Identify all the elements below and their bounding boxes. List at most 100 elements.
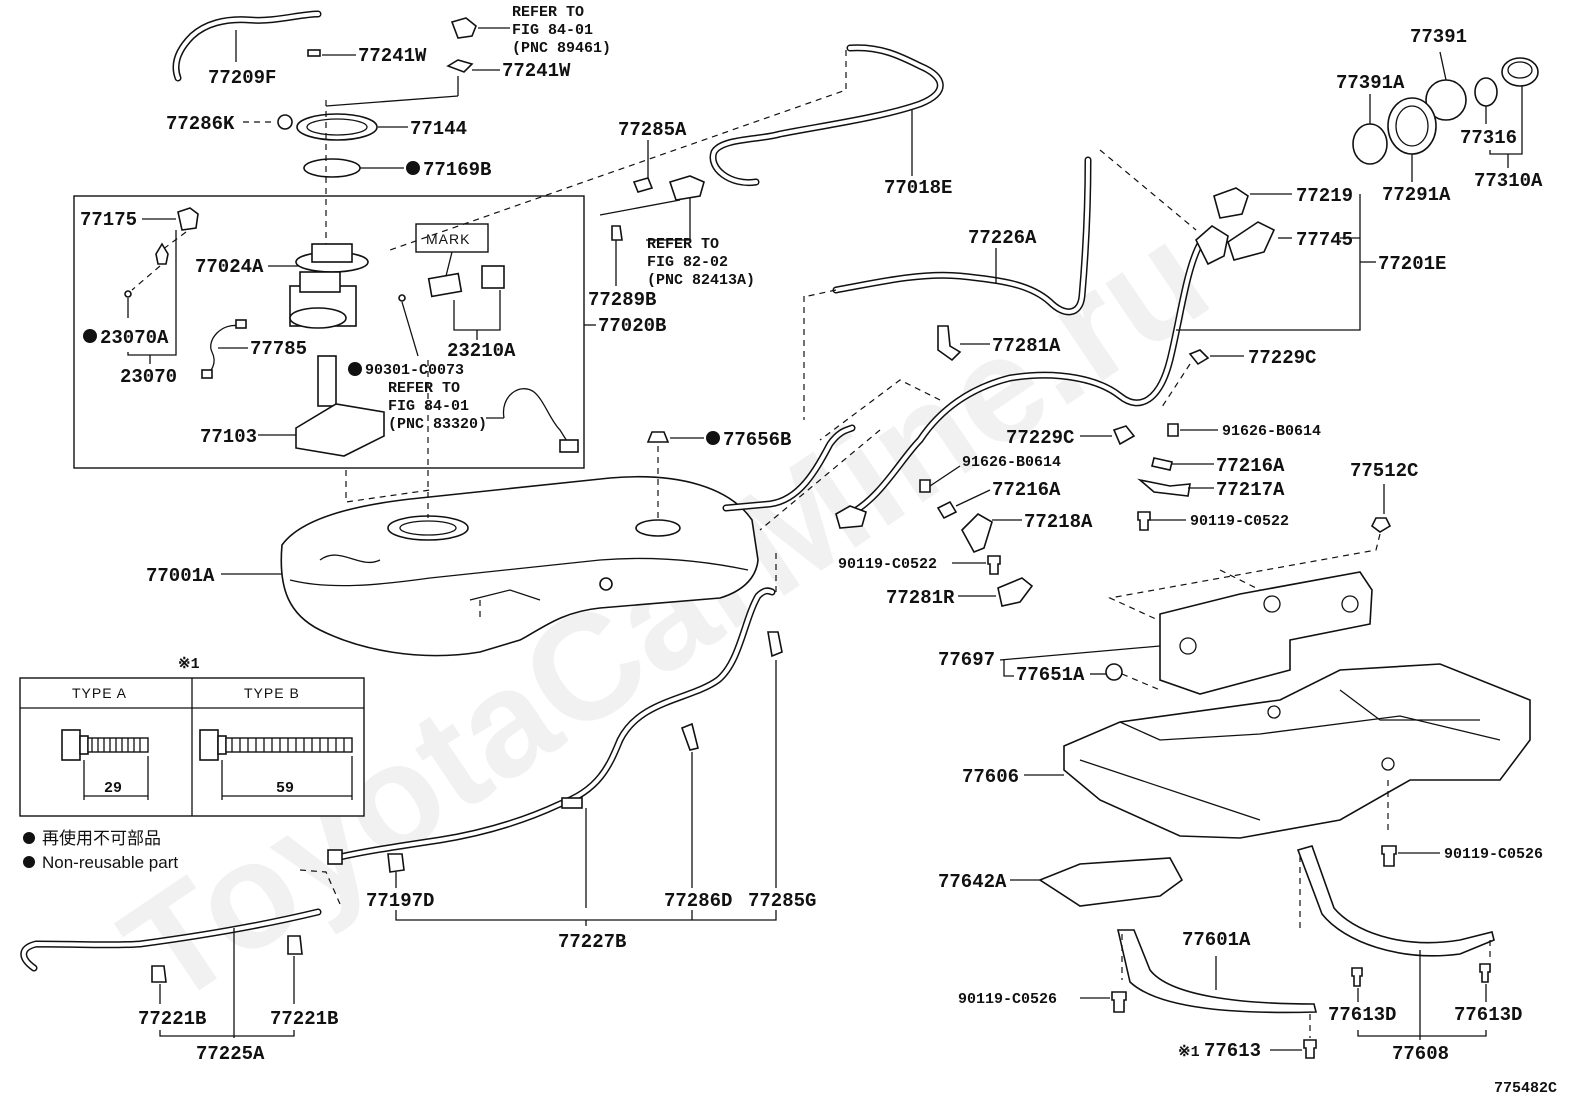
bolt-90119-C0522-right[interactable] — [1137, 511, 1151, 531]
label-90119-C0522-left[interactable]: 90119-C0522 — [838, 556, 937, 573]
label-77209F[interactable]: 77209F — [208, 67, 276, 89]
clip-77241W-upper[interactable] — [307, 49, 321, 57]
fuel-tank-77001A[interactable] — [280, 475, 759, 657]
label-91626-left[interactable]: 91626-B0614 — [962, 454, 1061, 471]
protector-77745[interactable] — [1227, 221, 1276, 261]
bolt-90119-C0526-right[interactable] — [1381, 845, 1397, 867]
label-77285A[interactable]: 77285A — [618, 119, 687, 141]
grommet-77656B[interactable] — [646, 431, 670, 443]
label-77001A[interactable]: 77001A — [146, 565, 215, 587]
bolt-90119-C0522-left[interactable] — [987, 555, 1001, 575]
clip-77651A[interactable] — [1105, 663, 1123, 681]
label-77197D[interactable]: 77197D — [366, 890, 434, 912]
label-77217A[interactable]: 77217A — [1216, 479, 1285, 501]
clip-77285A[interactable] — [632, 177, 654, 193]
ring-77316[interactable] — [1474, 77, 1498, 107]
label-77221B-left[interactable]: 77221B — [138, 1008, 206, 1030]
grommet-77286K[interactable] — [277, 114, 293, 130]
nut-77512C[interactable] — [1370, 517, 1392, 533]
filler-hose-end[interactable] — [835, 505, 867, 529]
label-77606[interactable]: 77606 — [962, 766, 1019, 788]
filler-neck[interactable] — [1195, 225, 1229, 266]
bracket-77218A[interactable] — [961, 513, 993, 554]
fuel-pump-module-77024A[interactable] — [289, 243, 369, 329]
valve-cap[interactable] — [155, 242, 169, 265]
label-77785[interactable]: 77785 — [250, 338, 307, 360]
label-77601A[interactable]: 77601A — [1182, 929, 1251, 951]
clamp-77221B-left[interactable] — [151, 965, 167, 983]
band-77601A[interactable] — [1116, 929, 1318, 1014]
bolt-91626-right[interactable] — [1167, 423, 1179, 437]
label-77613D-right[interactable]: 77613D — [1454, 1004, 1522, 1026]
lock-ring-77144[interactable] — [296, 113, 378, 141]
label-77221B-right[interactable]: 77221B — [270, 1008, 338, 1030]
valve-77175[interactable] — [177, 207, 199, 231]
label-77316[interactable]: 77316 — [1460, 127, 1517, 149]
label-77229C-upper[interactable]: 77229C — [1248, 347, 1316, 369]
clip-77197D[interactable] — [387, 853, 405, 873]
label-77286D[interactable]: 77286D — [664, 890, 732, 912]
label-90119-C0526-right[interactable]: 90119-C0526 — [1444, 846, 1543, 863]
label-77281R[interactable]: 77281R — [886, 587, 955, 609]
label-77144[interactable]: 77144 — [410, 118, 467, 140]
label-77226A[interactable]: 77226A — [968, 227, 1037, 249]
bracket-77216A-right[interactable] — [1151, 457, 1173, 471]
label-77218A[interactable]: 77218A — [1024, 511, 1093, 533]
bracket-77281A[interactable] — [937, 325, 962, 362]
bracket-77216A-left[interactable] — [936, 500, 958, 520]
connector-fig84[interactable] — [450, 17, 477, 39]
protector-77697[interactable] — [1159, 571, 1373, 695]
label-77651A[interactable]: 77651A — [1016, 664, 1085, 686]
label-77745[interactable]: 77745 — [1296, 229, 1353, 251]
fuel-cap-77310A[interactable] — [1501, 57, 1539, 87]
label-77227B[interactable]: 77227B — [558, 931, 626, 953]
label-77241W-upper[interactable]: 77241W — [358, 45, 427, 67]
fuel-pump-23210A[interactable] — [427, 265, 505, 298]
label-77020B[interactable]: 77020B — [598, 315, 666, 337]
label-77656B[interactable]: 77656B — [723, 429, 791, 451]
band-77608[interactable] — [1296, 845, 1495, 957]
clip-77229C-lower[interactable] — [1112, 425, 1136, 446]
bolt-77613[interactable] — [1303, 1039, 1317, 1059]
clip-77229C-upper[interactable] — [1188, 349, 1210, 366]
float-arm[interactable] — [502, 388, 571, 447]
label-90119-C0526-left[interactable]: 90119-C0526 — [958, 991, 1057, 1008]
label-77216A-right[interactable]: 77216A — [1216, 455, 1285, 477]
label-23070A[interactable]: 23070A — [100, 327, 169, 349]
label-77201E[interactable]: 77201E — [1378, 253, 1446, 275]
vent-tube-upper[interactable] — [709, 44, 944, 187]
bolt-77613D-left[interactable] — [1351, 967, 1363, 987]
label-77391[interactable]: 77391 — [1410, 26, 1467, 48]
bolt-90119-C0526-left[interactable] — [1111, 991, 1127, 1013]
label-77229C-lower[interactable]: 77229C — [1006, 427, 1074, 449]
sender-gauge-77103[interactable] — [295, 355, 385, 457]
label-91626-right[interactable]: 91626-B0614 — [1222, 423, 1321, 440]
protector-77606[interactable] — [1063, 663, 1531, 839]
o-ring-23070A[interactable] — [124, 290, 132, 298]
label-77103[interactable]: 77103 — [200, 426, 257, 448]
clamp-77285G[interactable] — [767, 631, 783, 658]
label-77281A[interactable]: 77281A — [992, 335, 1061, 357]
label-77291A[interactable]: 77291A — [1382, 184, 1451, 206]
label-23210A[interactable]: 23210A — [447, 340, 516, 362]
label-77289B[interactable]: 77289B — [588, 289, 656, 311]
wire-harness-77785[interactable] — [205, 324, 241, 377]
label-23070[interactable]: 23070 — [120, 366, 177, 388]
bracket-77219[interactable] — [1213, 187, 1249, 219]
label-77608[interactable]: 77608 — [1392, 1043, 1449, 1065]
label-90301-C0073[interactable]: 90301-C0073 — [365, 362, 464, 379]
label-77697[interactable]: 77697 — [938, 649, 995, 671]
label-77216A-left[interactable]: 77216A — [992, 479, 1061, 501]
bracket-77217A[interactable] — [1137, 478, 1191, 497]
connector-fig82[interactable] — [668, 175, 705, 201]
label-77512C[interactable]: 77512C — [1350, 460, 1418, 482]
label-77391A[interactable]: 77391A — [1336, 72, 1405, 94]
label-90119-C0522-right[interactable]: 90119-C0522 — [1190, 513, 1289, 530]
clamp-77221B-right[interactable] — [287, 935, 303, 955]
clip-77241W-lower[interactable] — [446, 59, 474, 73]
label-77169B[interactable]: 77169B — [423, 159, 491, 181]
label-77613[interactable]: 77613 — [1204, 1040, 1261, 1062]
label-77310A[interactable]: 77310A — [1474, 170, 1543, 192]
gasket-77169B[interactable] — [303, 158, 361, 178]
label-77175[interactable]: 77175 — [80, 209, 137, 231]
